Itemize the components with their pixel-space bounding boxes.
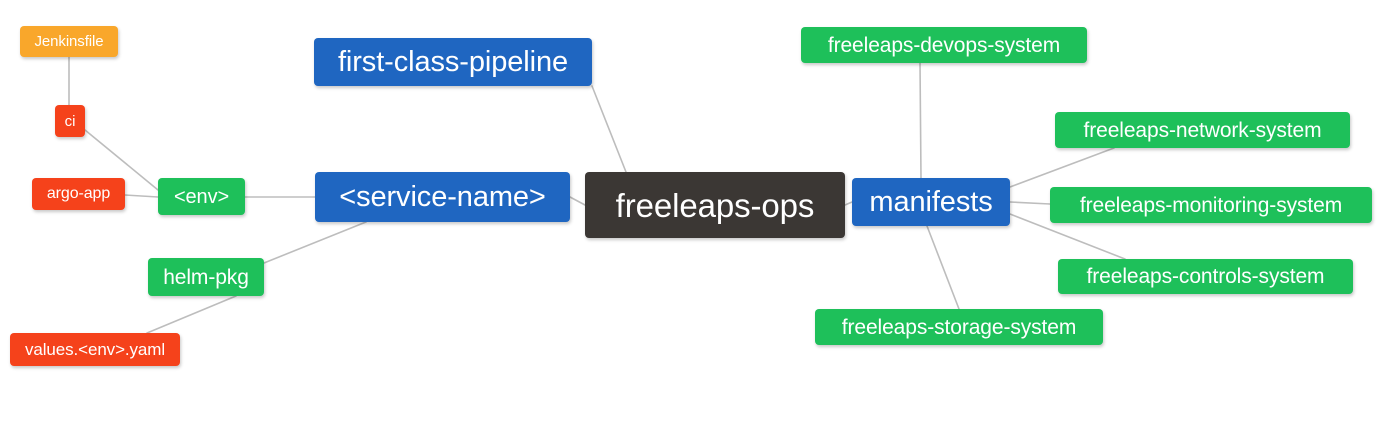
node-label-argo-app: argo-app [46, 185, 111, 202]
mindmap-node-env[interactable]: <env> [158, 178, 245, 215]
mindmap-node-freeleaps-controls-system[interactable]: freeleaps-controls-system [1058, 259, 1353, 294]
edge-manifests-to-freeleaps-devops-system [919, 62, 922, 179]
mindmap-node-freeleaps-devops-system[interactable]: freeleaps-devops-system [801, 27, 1087, 63]
node-label-freeleaps-monitoring-system: freeleaps-monitoring-system [1079, 193, 1343, 217]
edge-freeleaps-ops-to-service-name [569, 196, 586, 206]
node-label-manifests: manifests [869, 185, 993, 218]
mindmap-node-freeleaps-network-system[interactable]: freeleaps-network-system [1055, 112, 1350, 148]
node-label-first-class-pipeline: first-class-pipeline [337, 45, 569, 78]
edge-service-name-to-helm-pkg [263, 221, 367, 264]
node-label-freeleaps-devops-system: freeleaps-devops-system [827, 33, 1061, 57]
node-label-env: <env> [173, 185, 230, 208]
mindmap-node-freeleaps-ops[interactable]: freeleaps-ops [585, 172, 845, 238]
mindmap-node-service-name[interactable]: <service-name> [315, 172, 570, 222]
mindmap-node-freeleaps-storage-system[interactable]: freeleaps-storage-system [815, 309, 1103, 345]
edge-freeleaps-ops-to-manifests [844, 201, 853, 206]
mindmap-node-freeleaps-monitoring-system[interactable]: freeleaps-monitoring-system [1050, 187, 1372, 223]
edge-manifests-to-freeleaps-monitoring-system [1009, 201, 1051, 205]
edge-helm-pkg-to-values-env-yaml [146, 295, 237, 334]
mindmap-node-values-env-yaml[interactable]: values.<env>.yaml [10, 333, 180, 366]
node-label-ci: ci [64, 112, 76, 130]
mindmap-node-helm-pkg[interactable]: helm-pkg [148, 258, 264, 296]
edge-manifests-to-freeleaps-storage-system [926, 225, 960, 310]
mindmap-node-jenkinsfile[interactable]: Jenkinsfile [20, 26, 118, 57]
node-label-jenkinsfile: Jenkinsfile [34, 33, 104, 50]
node-label-freeleaps-storage-system: freeleaps-storage-system [841, 315, 1077, 339]
node-label-freeleaps-network-system: freeleaps-network-system [1083, 118, 1322, 142]
node-label-helm-pkg: helm-pkg [163, 265, 249, 289]
node-label-service-name: <service-name> [339, 180, 546, 213]
edge-manifests-to-freeleaps-network-system [1009, 147, 1115, 188]
edge-env-to-argo-app [124, 194, 159, 198]
mindmap-node-argo-app[interactable]: argo-app [32, 178, 125, 210]
mindmap-node-first-class-pipeline[interactable]: first-class-pipeline [314, 38, 592, 86]
mindmap-node-manifests[interactable]: manifests [852, 178, 1010, 226]
node-label-freeleaps-controls-system: freeleaps-controls-system [1086, 265, 1325, 288]
edge-freeleaps-ops-to-first-class-pipeline [591, 85, 627, 173]
node-label-freeleaps-ops: freeleaps-ops [615, 186, 815, 224]
mindmap-node-ci[interactable]: ci [55, 105, 85, 137]
node-label-values-env-yaml: values.<env>.yaml [24, 340, 166, 359]
